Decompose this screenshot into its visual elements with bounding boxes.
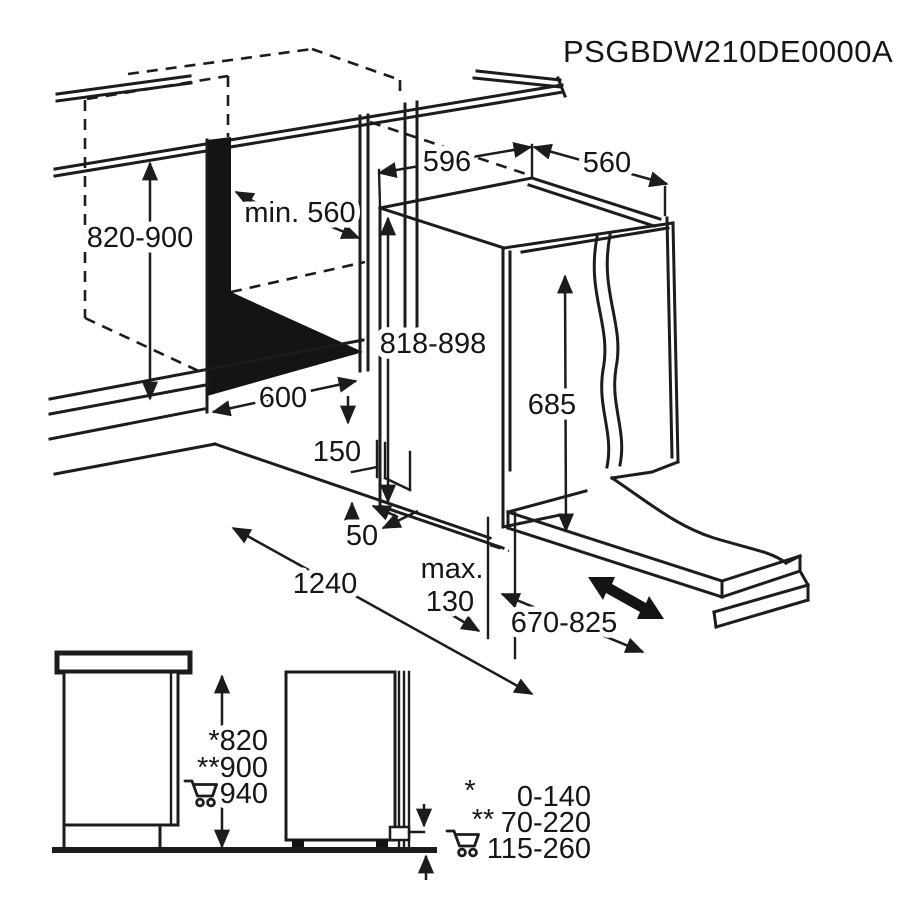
dim-toe-kick: max. 130 [415, 516, 510, 640]
dim-appliance-width: 596 [377, 141, 534, 208]
legend-range-double-star: 70-220 [501, 807, 591, 839]
dim-height-double-star-label: **900 [197, 752, 268, 784]
cart-icon [445, 829, 480, 858]
dim-floor-depth: 1240 [231, 526, 534, 696]
legend-range-cart: 115-260 [487, 833, 591, 865]
dim-niche-width-label: 600 [259, 382, 307, 414]
appliance-side-view [284, 670, 435, 880]
cart-icon [183, 779, 218, 808]
dim-door-height: 685 [522, 274, 582, 533]
kitchen-counter [53, 47, 567, 178]
dim-appliance-width-label: 596 [423, 146, 471, 178]
furniture-door-panel [502, 216, 789, 566]
dim-appliance-depth-label: 560 [583, 147, 631, 179]
niche-shadow [207, 137, 363, 396]
dim-toe-kick-value: 130 [426, 586, 474, 618]
dim-height-cart-label: 940 [220, 778, 268, 810]
dim-toe-kick-label: max. [421, 553, 484, 585]
dim-niche-height: 820-900 [81, 161, 199, 401]
dim-floor-depth-label: 1240 [293, 568, 358, 600]
dim-panel-travel-label: 670-825 [511, 607, 617, 639]
dim-niche-depth: min. 560 [234, 190, 361, 240]
dim-niche-depth-label: min. 560 [244, 197, 355, 229]
dim-appliance-depth: 560 [532, 142, 669, 217]
dim-niche-height-label: 820-900 [87, 222, 193, 254]
dim-niche-width: 600 [211, 377, 358, 420]
drawing-code: PSGBDW210DE0000A [563, 34, 893, 69]
dim-door-height-label: 685 [528, 389, 576, 421]
dim-rear-clearance: 50 [340, 504, 419, 558]
dim-height-star-label: *820 [208, 725, 268, 757]
dim-rear-clearance-label: 50 [346, 520, 378, 552]
dim-plinth-height-label: 150 [313, 436, 361, 468]
dim-panel-travel: 670-825 [500, 511, 645, 660]
dim-plinth-height: 150 [307, 396, 367, 529]
legend: * 0-140 ** 70-220 115-260 [445, 770, 597, 871]
dim-appliance-height-label: 818-898 [380, 328, 486, 360]
cabinet-side-view-worktop [54, 650, 193, 850]
legend-symbol-double-star: ** [472, 804, 495, 836]
cabinet-base-and-floor [48, 338, 492, 540]
sliding-mounting-plate [506, 489, 811, 629]
dim-worktop-heights: *820 **900 940 [183, 674, 274, 849]
legend-range-star: 0-140 [517, 781, 591, 813]
legend-symbol-star: * [464, 775, 475, 807]
dim-appliance-height: 818-898 [374, 216, 492, 504]
